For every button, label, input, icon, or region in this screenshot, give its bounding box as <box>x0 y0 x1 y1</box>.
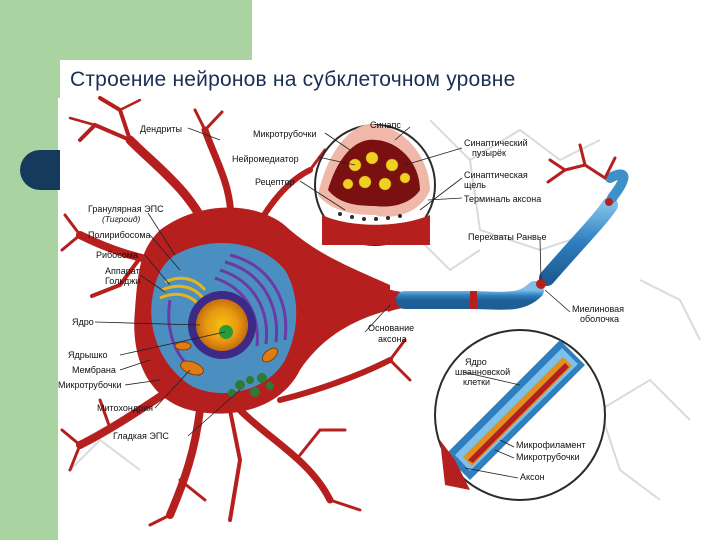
mitochondria <box>174 341 279 376</box>
label-neurotransmitter: Нейромедиатор <box>232 154 299 164</box>
title-box <box>60 60 720 106</box>
label-polyribosome: Полирибосома <box>88 230 151 240</box>
slide-title: Строение нейронов на субклеточном уровне <box>70 68 516 91</box>
label-golgi-line1: Аппарат <box>105 266 140 276</box>
label-granular-er: Гранулярная ЭПС <box>88 204 164 214</box>
label-axon-hillock-line2: аксона <box>378 334 407 344</box>
axon-terminals <box>546 143 617 184</box>
leader-lines <box>94 126 571 479</box>
label-myelin-line1: Миелиновая <box>572 304 624 314</box>
synapse-inset <box>314 124 436 246</box>
label-synapse: Синапс <box>370 120 401 130</box>
label-schwann-line1: Ядро <box>465 357 487 367</box>
label-nucleus: Ядро <box>72 317 94 327</box>
label-membrane: Мембрана <box>72 365 116 375</box>
label-syn-cleft-line2: щель <box>464 180 486 190</box>
navy-tab-marker <box>20 150 60 190</box>
label-schwann-line3: клетки <box>463 377 490 387</box>
label-mitochondria: Митохондрия <box>97 403 153 413</box>
nucleus-inner <box>196 299 248 351</box>
label-syn-vesicle-line1: Синаптический <box>464 138 528 148</box>
label-myelin-line2: оболочка <box>580 314 619 324</box>
label-syn-vesicle-line2: пузырёк <box>472 148 506 158</box>
label-dendrites: Дендриты <box>140 124 182 134</box>
label-axon-hillock-line1: Основание <box>368 323 414 333</box>
label-microtubules-inset: Микротрубочки <box>516 452 580 462</box>
label-schwann-line2: шванновской <box>455 367 510 377</box>
label-golgi-line2: Гольджи <box>105 276 140 286</box>
label-ribosome: Рибосома <box>96 250 138 260</box>
label-tigroid: (Тигроид) <box>102 214 141 224</box>
label-ranvier: Перехваты Ранвье <box>468 232 547 242</box>
label-microfilament: Микрофиламент <box>516 440 585 450</box>
label-smooth-er: Гладкая ЭПС <box>113 431 169 441</box>
label-nucleolus: Ядрышко <box>68 350 108 360</box>
label-receptor: Рецептор <box>255 177 295 187</box>
smooth-er <box>228 373 274 397</box>
ranvier-nodes <box>470 198 613 309</box>
nucleolus <box>219 325 233 339</box>
myelin-inset <box>434 329 606 501</box>
label-microtubules-left: Микротрубочки <box>58 380 122 390</box>
label-microtubules-top: Микротрубочки <box>253 129 317 139</box>
label-syn-cleft-line1: Синаптическая <box>464 170 528 180</box>
label-axon-terminal: Терминаль аксона <box>464 194 541 204</box>
label-axon: Аксон <box>520 472 545 482</box>
